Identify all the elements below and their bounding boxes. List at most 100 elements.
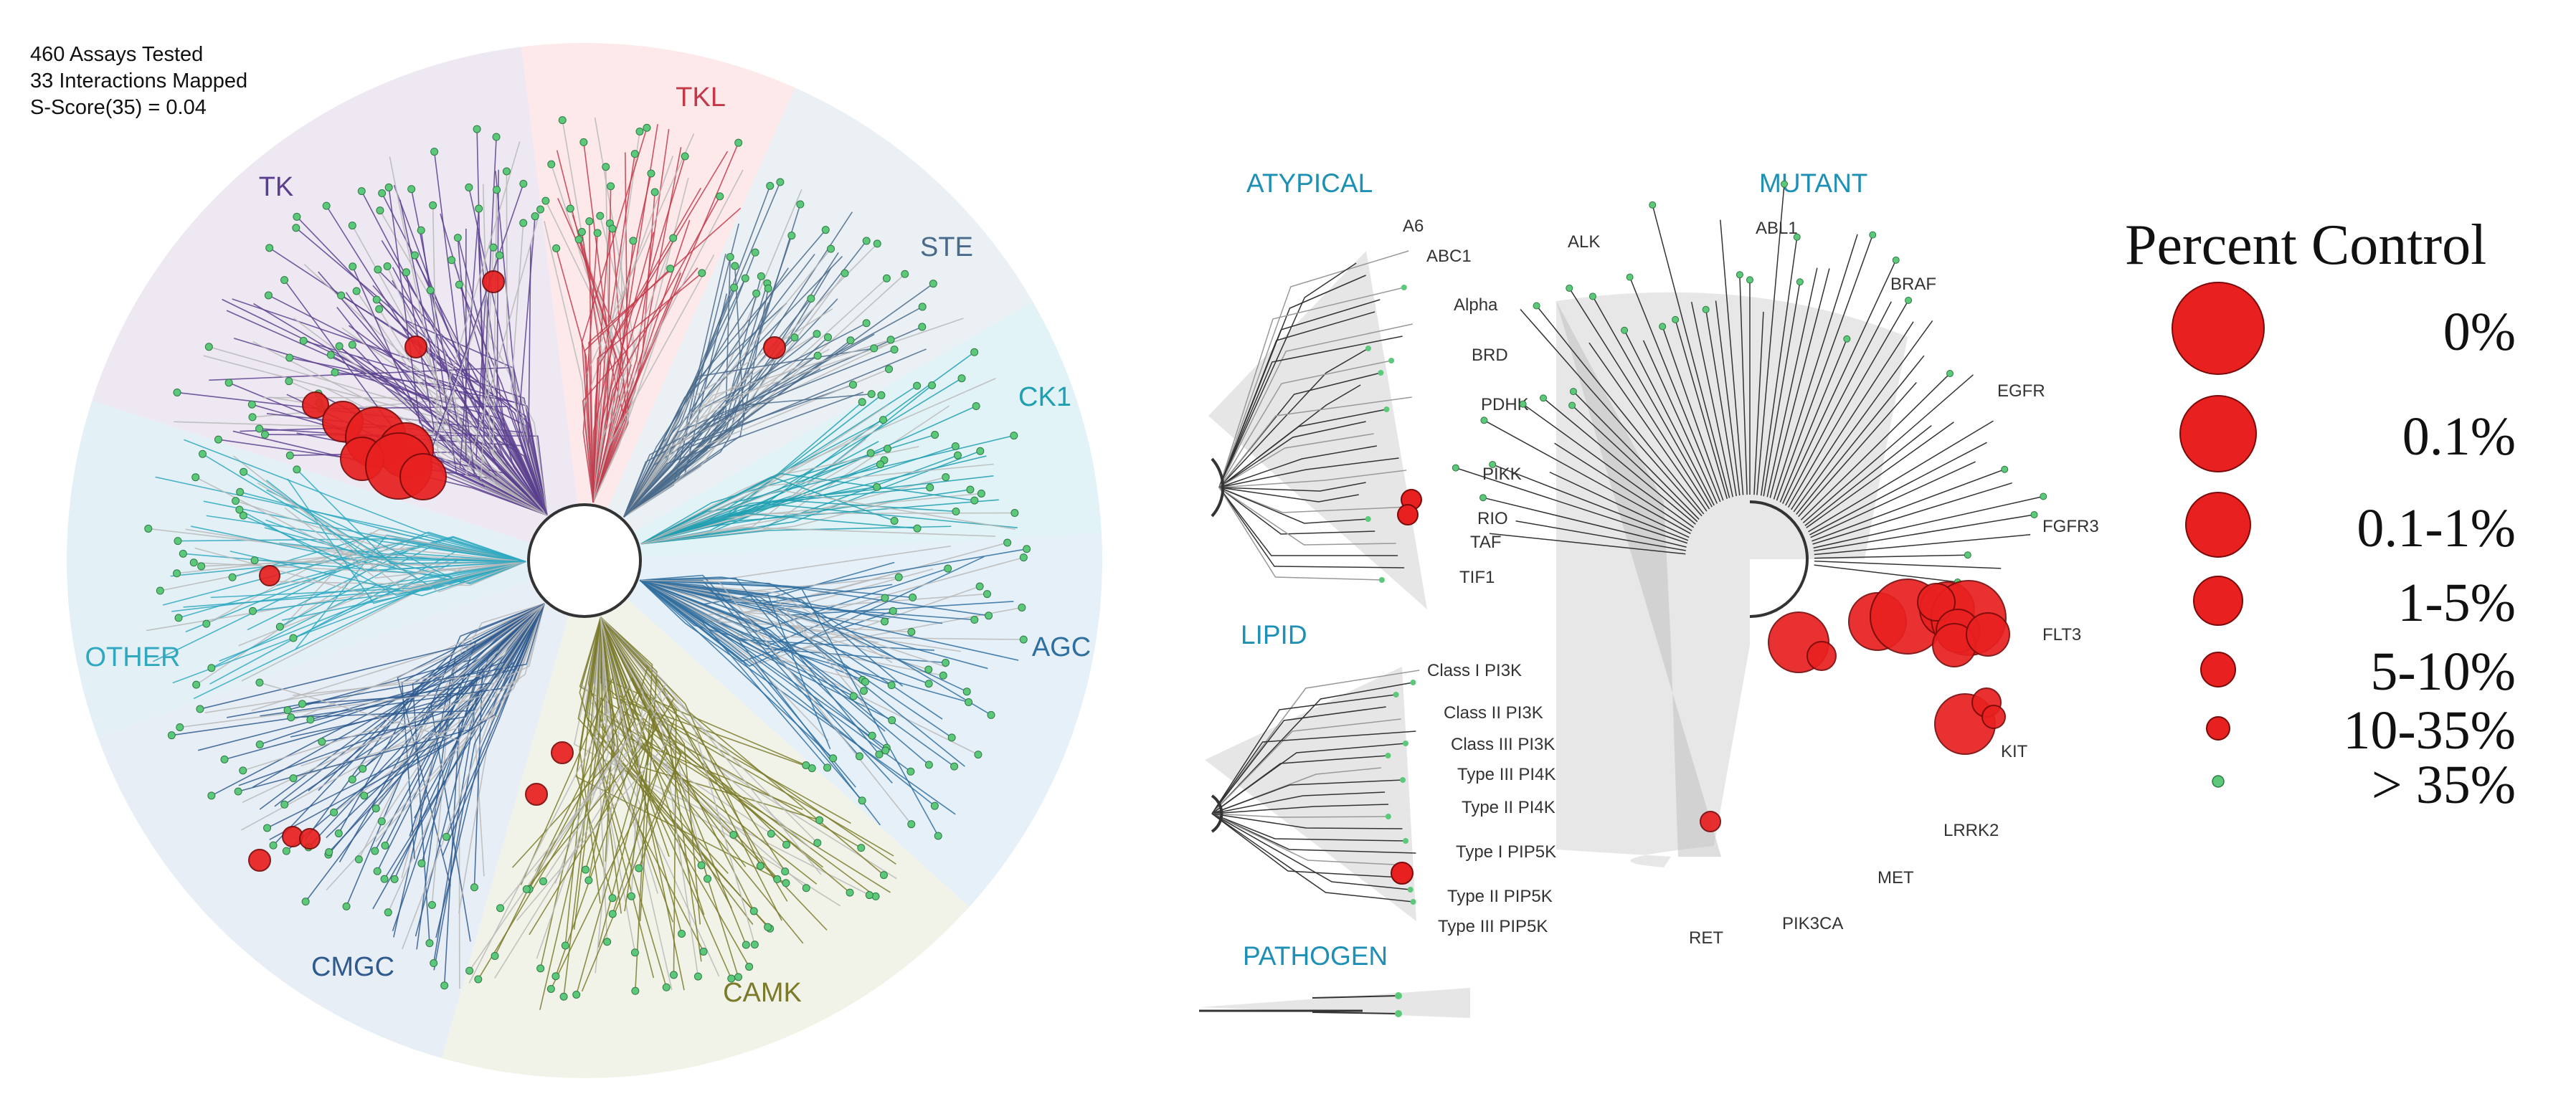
branch (318, 603, 545, 791)
mutant-branch (1809, 442, 1987, 536)
kinase-node (884, 444, 892, 453)
branch (465, 209, 548, 516)
kinase-node (239, 766, 247, 775)
mutant-branch (1720, 219, 1744, 495)
branch (592, 153, 636, 503)
kinase-node (402, 268, 411, 277)
kinase-node (240, 467, 248, 476)
kinase-node (846, 336, 855, 345)
kinase-node (970, 496, 979, 505)
lipid-branch (1211, 791, 1386, 814)
atypical-label-pikk: PIKK (1482, 465, 1522, 484)
kinase-node (558, 116, 567, 125)
mutant-branch (1624, 330, 1715, 506)
kinase-node (823, 763, 832, 772)
hit-circle (399, 453, 447, 500)
kinase-node (757, 272, 765, 280)
kinase-node (866, 449, 875, 457)
kinase-node (536, 964, 545, 973)
branch (639, 579, 887, 748)
branch (458, 603, 545, 989)
kinase-node (192, 680, 201, 689)
assay-stats: 460 Assays Tested 33 Interactions Mapped… (30, 42, 247, 121)
kinase-node (374, 265, 382, 274)
lipid-branch (1211, 755, 1388, 814)
branch (640, 450, 981, 545)
kinase-node (913, 524, 922, 533)
kinase-node (716, 192, 724, 201)
atypical-node (1383, 406, 1390, 412)
kinase-node (629, 237, 638, 245)
kinase-node (975, 582, 984, 591)
kinase-node (474, 975, 483, 984)
mutant-header: MUTANT (1759, 168, 1867, 198)
branch (600, 617, 701, 925)
atypical-branch (1218, 336, 1403, 488)
branch (372, 603, 545, 910)
mutant-hit-circle (1966, 612, 2010, 657)
kinase-node (236, 487, 245, 496)
kinase-node (173, 388, 181, 396)
branch (170, 552, 526, 577)
branch (381, 603, 545, 822)
kinase-node (889, 606, 897, 615)
kinase-node (873, 482, 881, 491)
branch (597, 617, 650, 948)
kinase-node (974, 751, 982, 759)
branch (529, 617, 675, 936)
atypical-label-brd: BRD (1472, 346, 1508, 365)
mutant-branch (1766, 267, 1818, 498)
branch (420, 230, 548, 516)
kinase-node (551, 972, 560, 981)
hit-circle (259, 565, 280, 586)
mutant-wedge-dark (1556, 301, 1721, 857)
branch (600, 617, 820, 821)
kinase-node (813, 330, 821, 338)
tree-nodes (144, 116, 1031, 1001)
atypical-branch (1218, 396, 1412, 488)
kinase-node (635, 127, 644, 135)
kinase-node (870, 344, 879, 353)
kinase-node (982, 590, 991, 599)
mutant-node (1588, 292, 1596, 300)
branch (300, 603, 545, 767)
legend-label-4: 5-10% (2370, 642, 2516, 702)
kinase-node (782, 879, 790, 888)
atypical-branch (1218, 360, 1392, 488)
kinase-node (650, 188, 659, 196)
kinase-node (790, 333, 799, 342)
kinase-node (577, 228, 586, 237)
branch (592, 169, 744, 503)
atypical-branch (1218, 487, 1382, 581)
hit-circle (404, 336, 427, 358)
hit-circle (525, 783, 548, 806)
atypical-branch (1218, 262, 1357, 488)
kinase-node (250, 556, 259, 565)
atypical-label-rio: RIO (1477, 509, 1508, 528)
kinase-node (248, 606, 257, 615)
kinase-node (627, 892, 635, 900)
branch (600, 617, 813, 769)
lipid-branch (1211, 813, 1388, 818)
kinase-node (764, 923, 772, 931)
kinase-node (552, 244, 561, 252)
kinase-node (334, 829, 343, 838)
kinase-node (214, 435, 222, 444)
kinase-node (546, 984, 555, 993)
legend-label-6: > 35% (2372, 755, 2516, 815)
branch (240, 603, 545, 831)
branch (592, 173, 652, 503)
kinase-node (751, 248, 759, 257)
mutant-node (1736, 271, 1743, 279)
mutant-label-kit: KIT (2001, 742, 2028, 761)
kinase-node (330, 808, 338, 817)
kinase-node (173, 569, 181, 578)
kinase-node (285, 353, 294, 362)
mutant-branch (1804, 424, 1932, 526)
atypical-branch (1218, 482, 1366, 492)
kinase-node (585, 217, 594, 226)
kinase-node (630, 150, 639, 158)
kinase-node (781, 867, 790, 876)
branch (640, 579, 952, 738)
kinase-node (918, 323, 927, 331)
